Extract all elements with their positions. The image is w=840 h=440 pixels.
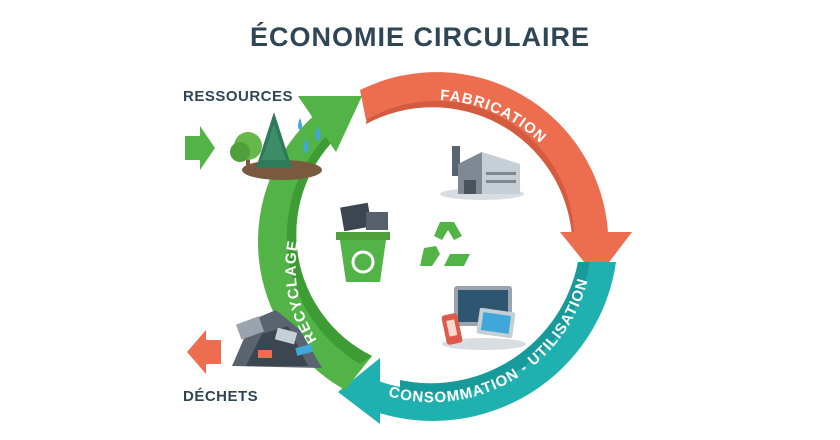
resources-label: RESSOURCES [183,88,294,105]
waste-arrow [187,330,221,374]
waste-label: DÉCHETS [183,388,259,405]
consommation-arc [338,262,616,424]
water-drops-icon [298,118,321,153]
devices-icon [441,286,526,350]
recycle-symbol-icon [420,222,470,266]
fabrication-arc [360,72,632,278]
factory-icon [440,146,524,200]
resources-arrow [185,126,215,170]
waste-pile-icon [232,310,322,368]
diagram-title: ÉCONOMIE CIRCULAIRE [249,22,590,52]
trees-icon [230,112,322,180]
recycle-bin-icon [336,202,390,282]
